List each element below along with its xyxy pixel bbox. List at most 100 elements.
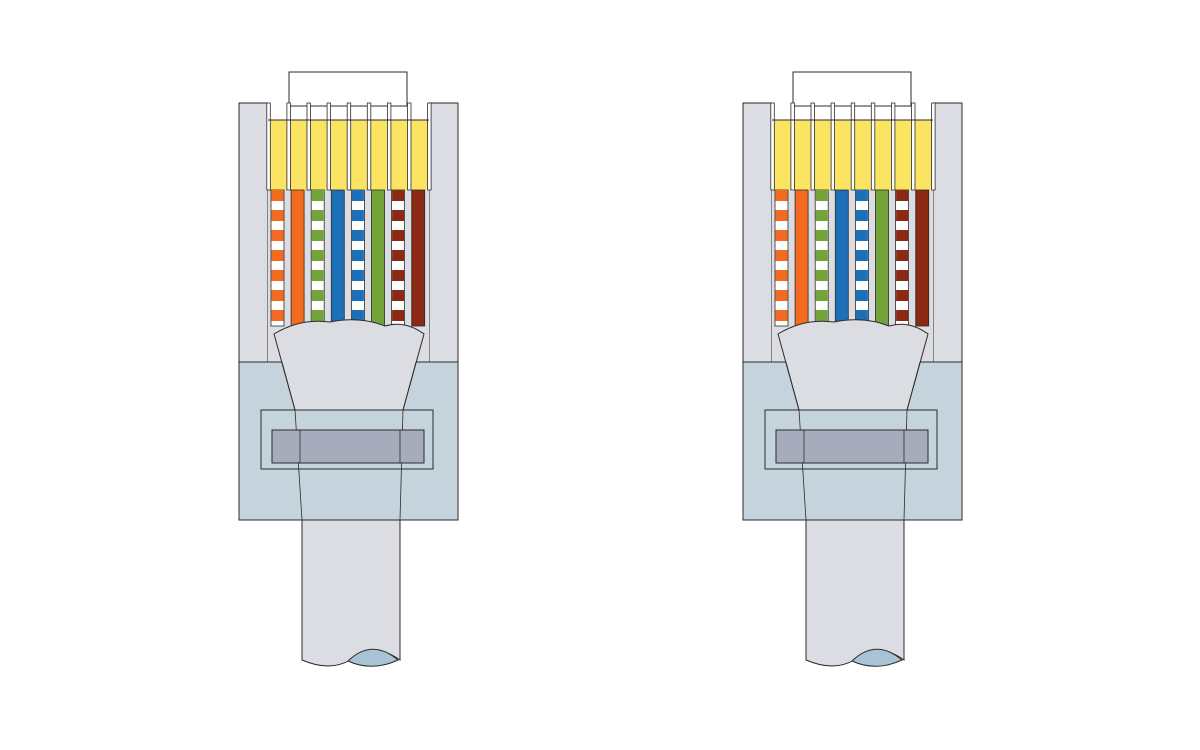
wire-white-orange (774, 189, 789, 327)
cable-jacket-inside (273, 319, 425, 411)
jacket-guide-right (903, 409, 908, 521)
wire-stripe (896, 290, 909, 301)
strain-relief-bar (271, 429, 425, 464)
wire-stripe (896, 190, 909, 201)
connector-right (742, 71, 963, 667)
slot-divider (790, 102, 795, 191)
contact-3 (309, 120, 328, 190)
slot-divider (326, 102, 332, 191)
slot-divider (407, 102, 412, 191)
wire-stripe (855, 210, 868, 221)
housing-left-wall (238, 102, 269, 363)
wire-brown (915, 189, 930, 327)
wire-stripe (815, 230, 828, 241)
cable-jacket-inside (777, 319, 929, 411)
wire-stripe (311, 290, 324, 301)
housing-left-wall (742, 102, 773, 363)
wire-stripe (855, 190, 868, 201)
wire-stripe (775, 270, 788, 281)
wire-stripe (392, 190, 405, 201)
wire-stripe (271, 230, 284, 241)
slot-divider (911, 102, 916, 191)
wire-orange (290, 189, 305, 327)
contact-8 (409, 120, 429, 190)
wire-stripe (392, 270, 405, 281)
wire-stripe (855, 290, 868, 301)
wire-stripe (351, 190, 364, 201)
wire-stripe (855, 270, 868, 281)
wire-stripe (775, 290, 788, 301)
housing-right-wall (932, 102, 963, 363)
wire-white-brown (895, 189, 910, 327)
wire-stripe (311, 310, 324, 321)
slot-divider (306, 102, 311, 191)
slot-divider (366, 102, 372, 191)
wire-white-blue (350, 189, 365, 327)
wire-stripe (351, 230, 364, 241)
jacket-guide-right (399, 409, 404, 521)
wire-stripe (392, 210, 405, 221)
wire-stripe (815, 270, 828, 281)
wire-white-brown (391, 189, 406, 327)
wire-stripe (815, 310, 828, 321)
jacket-edge-right (402, 361, 417, 411)
slot-divider (870, 102, 876, 191)
jacket-edge-right (906, 361, 921, 411)
connector-left (238, 71, 459, 667)
wire-stripe (392, 310, 405, 321)
contact-5 (853, 120, 872, 190)
wire-stripe (311, 230, 324, 241)
slot-divider (266, 102, 271, 191)
slot-divider (850, 102, 856, 191)
contact-4 (833, 120, 852, 190)
wire-orange (794, 189, 809, 327)
wire-stripe (392, 290, 405, 301)
contact-8 (913, 120, 933, 190)
contact-1 (269, 120, 288, 190)
wire-stripe (271, 270, 284, 281)
contact-7 (893, 120, 913, 190)
wire-stripe (775, 250, 788, 261)
wire-body (411, 189, 426, 327)
wire-brown (411, 189, 426, 327)
wire-stripe (392, 250, 405, 261)
housing-right-wall (428, 102, 459, 363)
slot-divider (427, 102, 432, 191)
wire-stripe (815, 290, 828, 301)
wire-stripe (351, 290, 364, 301)
latch-tab (288, 71, 408, 107)
jacket-edge-left (281, 361, 296, 411)
wire-stripe (896, 210, 909, 221)
cable-end (347, 648, 399, 667)
wire-body (330, 189, 345, 327)
strain-relief-frame (260, 409, 434, 470)
wire-stripe (351, 250, 364, 261)
slot-divider (386, 102, 392, 191)
wire-stripe (775, 190, 788, 201)
contact-3 (813, 120, 832, 190)
contact-2 (793, 120, 812, 190)
wire-stripe (351, 310, 364, 321)
wire-stripe (855, 230, 868, 241)
jacket-guide-left (798, 409, 807, 521)
jacket-guide-left (294, 409, 303, 521)
slot-divider (890, 102, 896, 191)
wire-stripe (815, 250, 828, 261)
jacket-edge-left (785, 361, 800, 411)
wire-white-green (310, 189, 325, 327)
wire-stripe (392, 230, 405, 241)
wire-body (794, 189, 809, 327)
wire-body (290, 189, 305, 327)
cable-jacket (805, 519, 905, 667)
wire-white-blue (854, 189, 869, 327)
cable-jacket (301, 519, 401, 667)
wire-body (834, 189, 849, 327)
wire-stripe (775, 210, 788, 221)
wire-blue (834, 189, 849, 327)
contact-2 (289, 120, 308, 190)
slot-divider (286, 102, 291, 191)
wire-stripe (271, 190, 284, 201)
wire-stripe (896, 250, 909, 261)
wire-stripe (351, 210, 364, 221)
